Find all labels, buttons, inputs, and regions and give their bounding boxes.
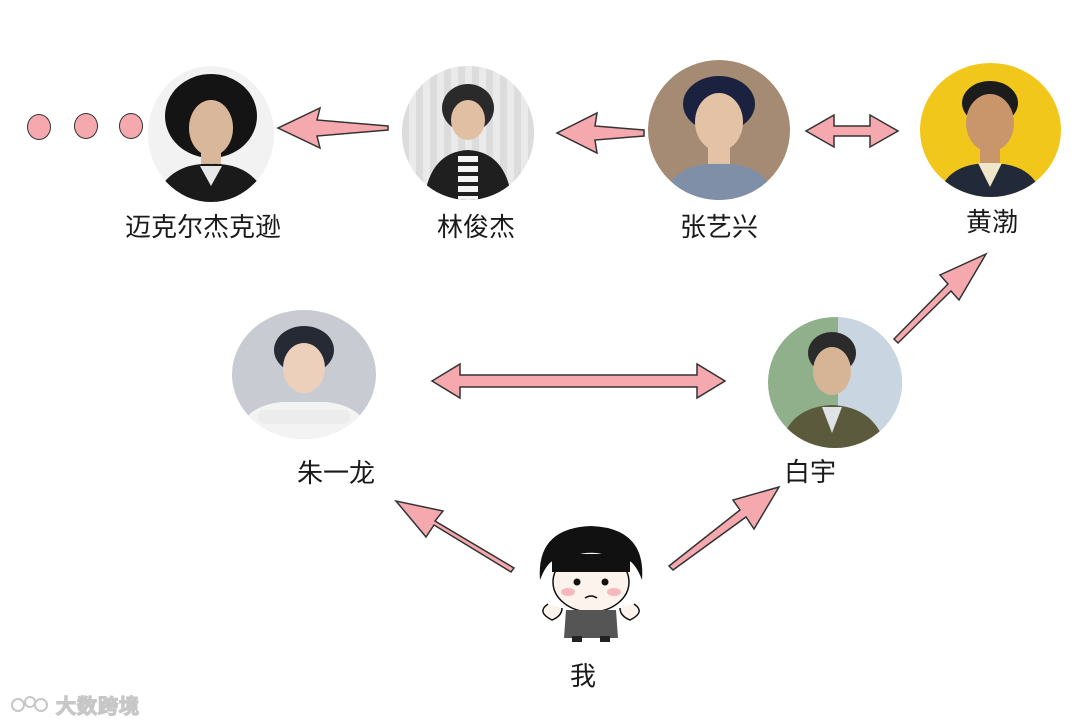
zhu-yilong-avatar	[232, 310, 376, 439]
zhang-yixing-avatar	[648, 60, 790, 200]
arrow-zhang-to-lin	[555, 111, 645, 155]
label-bai-yu: 白宇	[783, 458, 837, 488]
watermark: 大数跨境	[10, 690, 140, 719]
arrow-bai-to-huang	[892, 252, 988, 345]
label-zhu-yilong: 朱一龙	[296, 459, 376, 489]
arrow-me-to-zhu	[394, 499, 516, 573]
lin-junjie-avatar	[402, 66, 534, 200]
huang-bo-avatar	[920, 63, 1061, 197]
label-zhang-yixing: 张艺兴	[679, 213, 759, 243]
arrow-lin-to-michael	[276, 106, 389, 150]
me-cartoon-avatar	[532, 520, 650, 642]
arrow-me-to-bai	[667, 485, 781, 571]
arrow-zhang-huang-bidirectional	[804, 113, 900, 149]
ellipsis-dot	[74, 113, 98, 139]
label-lin-junjie: 林俊杰	[436, 213, 516, 243]
bai-yu-avatar	[768, 317, 902, 448]
watermark-text: 大数跨境	[55, 693, 140, 718]
label-me: 我	[569, 662, 597, 692]
arrow-zhu-bai-bidirectional	[430, 362, 727, 400]
ellipsis-dot	[27, 114, 51, 140]
label-huang-bo: 黄渤	[965, 208, 1019, 238]
ellipsis-dot	[119, 113, 143, 139]
label-michael-jackson: 迈克尔杰克逊	[124, 213, 282, 243]
watermark-logo-icon	[11, 695, 48, 712]
michael-jackson-avatar	[148, 66, 274, 202]
